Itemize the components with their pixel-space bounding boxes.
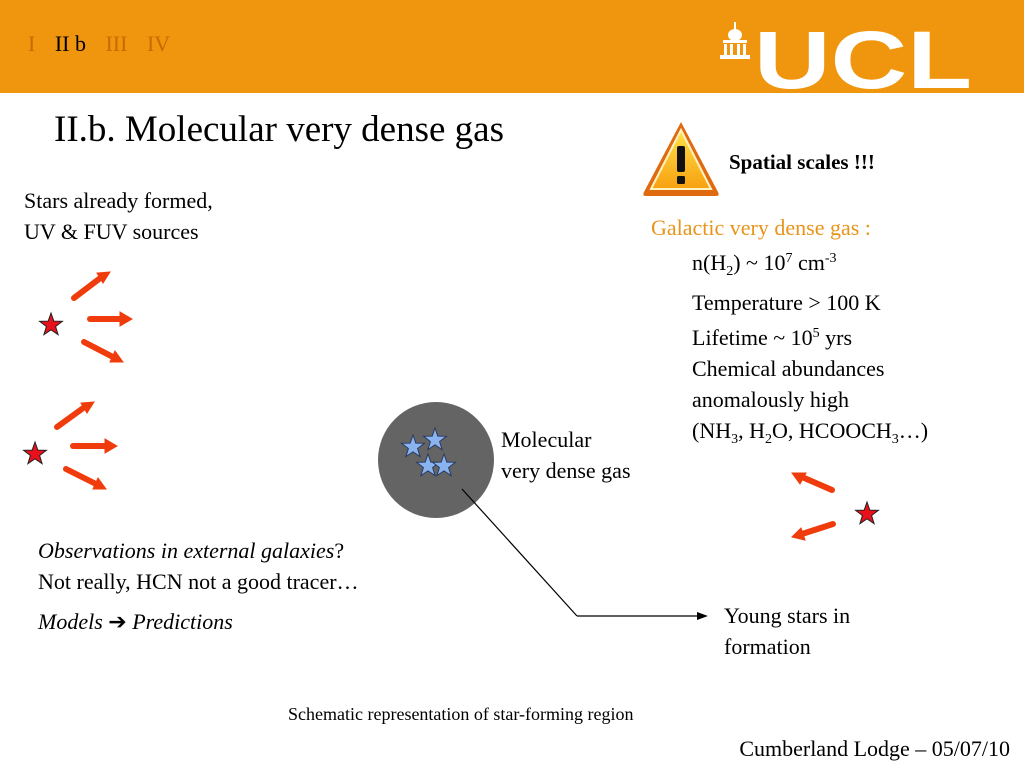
observations-text: Observations in external galaxies? Not r…	[38, 535, 359, 597]
header-bar: I II b III IV UCL	[0, 0, 1024, 94]
nav-item-iii[interactable]: III	[105, 31, 128, 56]
molecules-line: (NH3, H2O, HCOOCH3…)	[692, 418, 929, 447]
molecular-cloud	[378, 402, 494, 518]
stars-formed-text: Stars already formed, UV & FUV sources	[24, 185, 213, 247]
young-stars-line2: formation	[724, 634, 811, 659]
nav-item-i[interactable]: I	[28, 31, 36, 56]
star-icon-red	[39, 312, 63, 336]
cloud-label-line1: Molecular	[501, 427, 592, 452]
star-icon-red	[23, 441, 47, 465]
density-line: n(H2) ~ 107 cm-3	[692, 250, 837, 279]
cloud-label-line2: very dense gas	[501, 458, 631, 483]
chemical-line-2: anomalously high	[692, 387, 850, 412]
temperature-line: Temperature > 100 K	[692, 290, 881, 315]
observations-line2: Not really, HCN not a good tracer…	[38, 569, 359, 594]
cloud-label: Molecular very dense gas	[501, 424, 631, 486]
ucl-portico-icon	[720, 22, 750, 59]
young-stars-connector	[461, 488, 700, 617]
nav-item-iv[interactable]: IV	[146, 31, 171, 56]
footer-text: Cumberland Lodge – 05/07/10	[739, 736, 1010, 761]
ucl-logo: UCL	[720, 22, 972, 94]
nav-item-ii-b[interactable]: II b	[54, 31, 86, 56]
radiation-arrows-2	[54, 401, 118, 490]
young-stars-line1: Young stars in	[724, 603, 851, 628]
page-title: II.b. Molecular very dense gas	[54, 109, 504, 150]
spatial-scales-label: Spatial scales !!!	[729, 150, 875, 174]
chemical-line-1: Chemical abundances	[692, 356, 885, 381]
stars-formed-line2: UV & FUV sources	[24, 219, 199, 244]
stars-formed-line1: Stars already formed,	[24, 188, 213, 213]
figure-caption: Schematic representation of star-forming…	[288, 704, 634, 724]
galactic-heading: Galactic very dense gas :	[651, 215, 871, 240]
warning-triangle-icon	[643, 122, 719, 196]
star-icon-red	[855, 501, 879, 525]
section-nav: I II b III IV	[28, 31, 184, 57]
radiation-arrows-1	[71, 271, 133, 363]
connector-arrowhead	[697, 612, 708, 620]
ucl-logo-text: UCL	[754, 22, 972, 94]
lifetime-line: Lifetime ~ 105 yrs	[692, 325, 853, 350]
radiation-arrows-3	[791, 472, 836, 541]
young-stars-label: Young stars in formation	[724, 600, 850, 662]
observations-line1: Observations in external galaxies?	[38, 538, 345, 563]
galactic-properties: n(H2) ~ 107 cm-3 Temperature > 100 K Lif…	[692, 243, 928, 455]
models-predictions: Models ➔ Predictions	[38, 609, 233, 634]
arrow-right-icon: ➔	[108, 609, 127, 634]
